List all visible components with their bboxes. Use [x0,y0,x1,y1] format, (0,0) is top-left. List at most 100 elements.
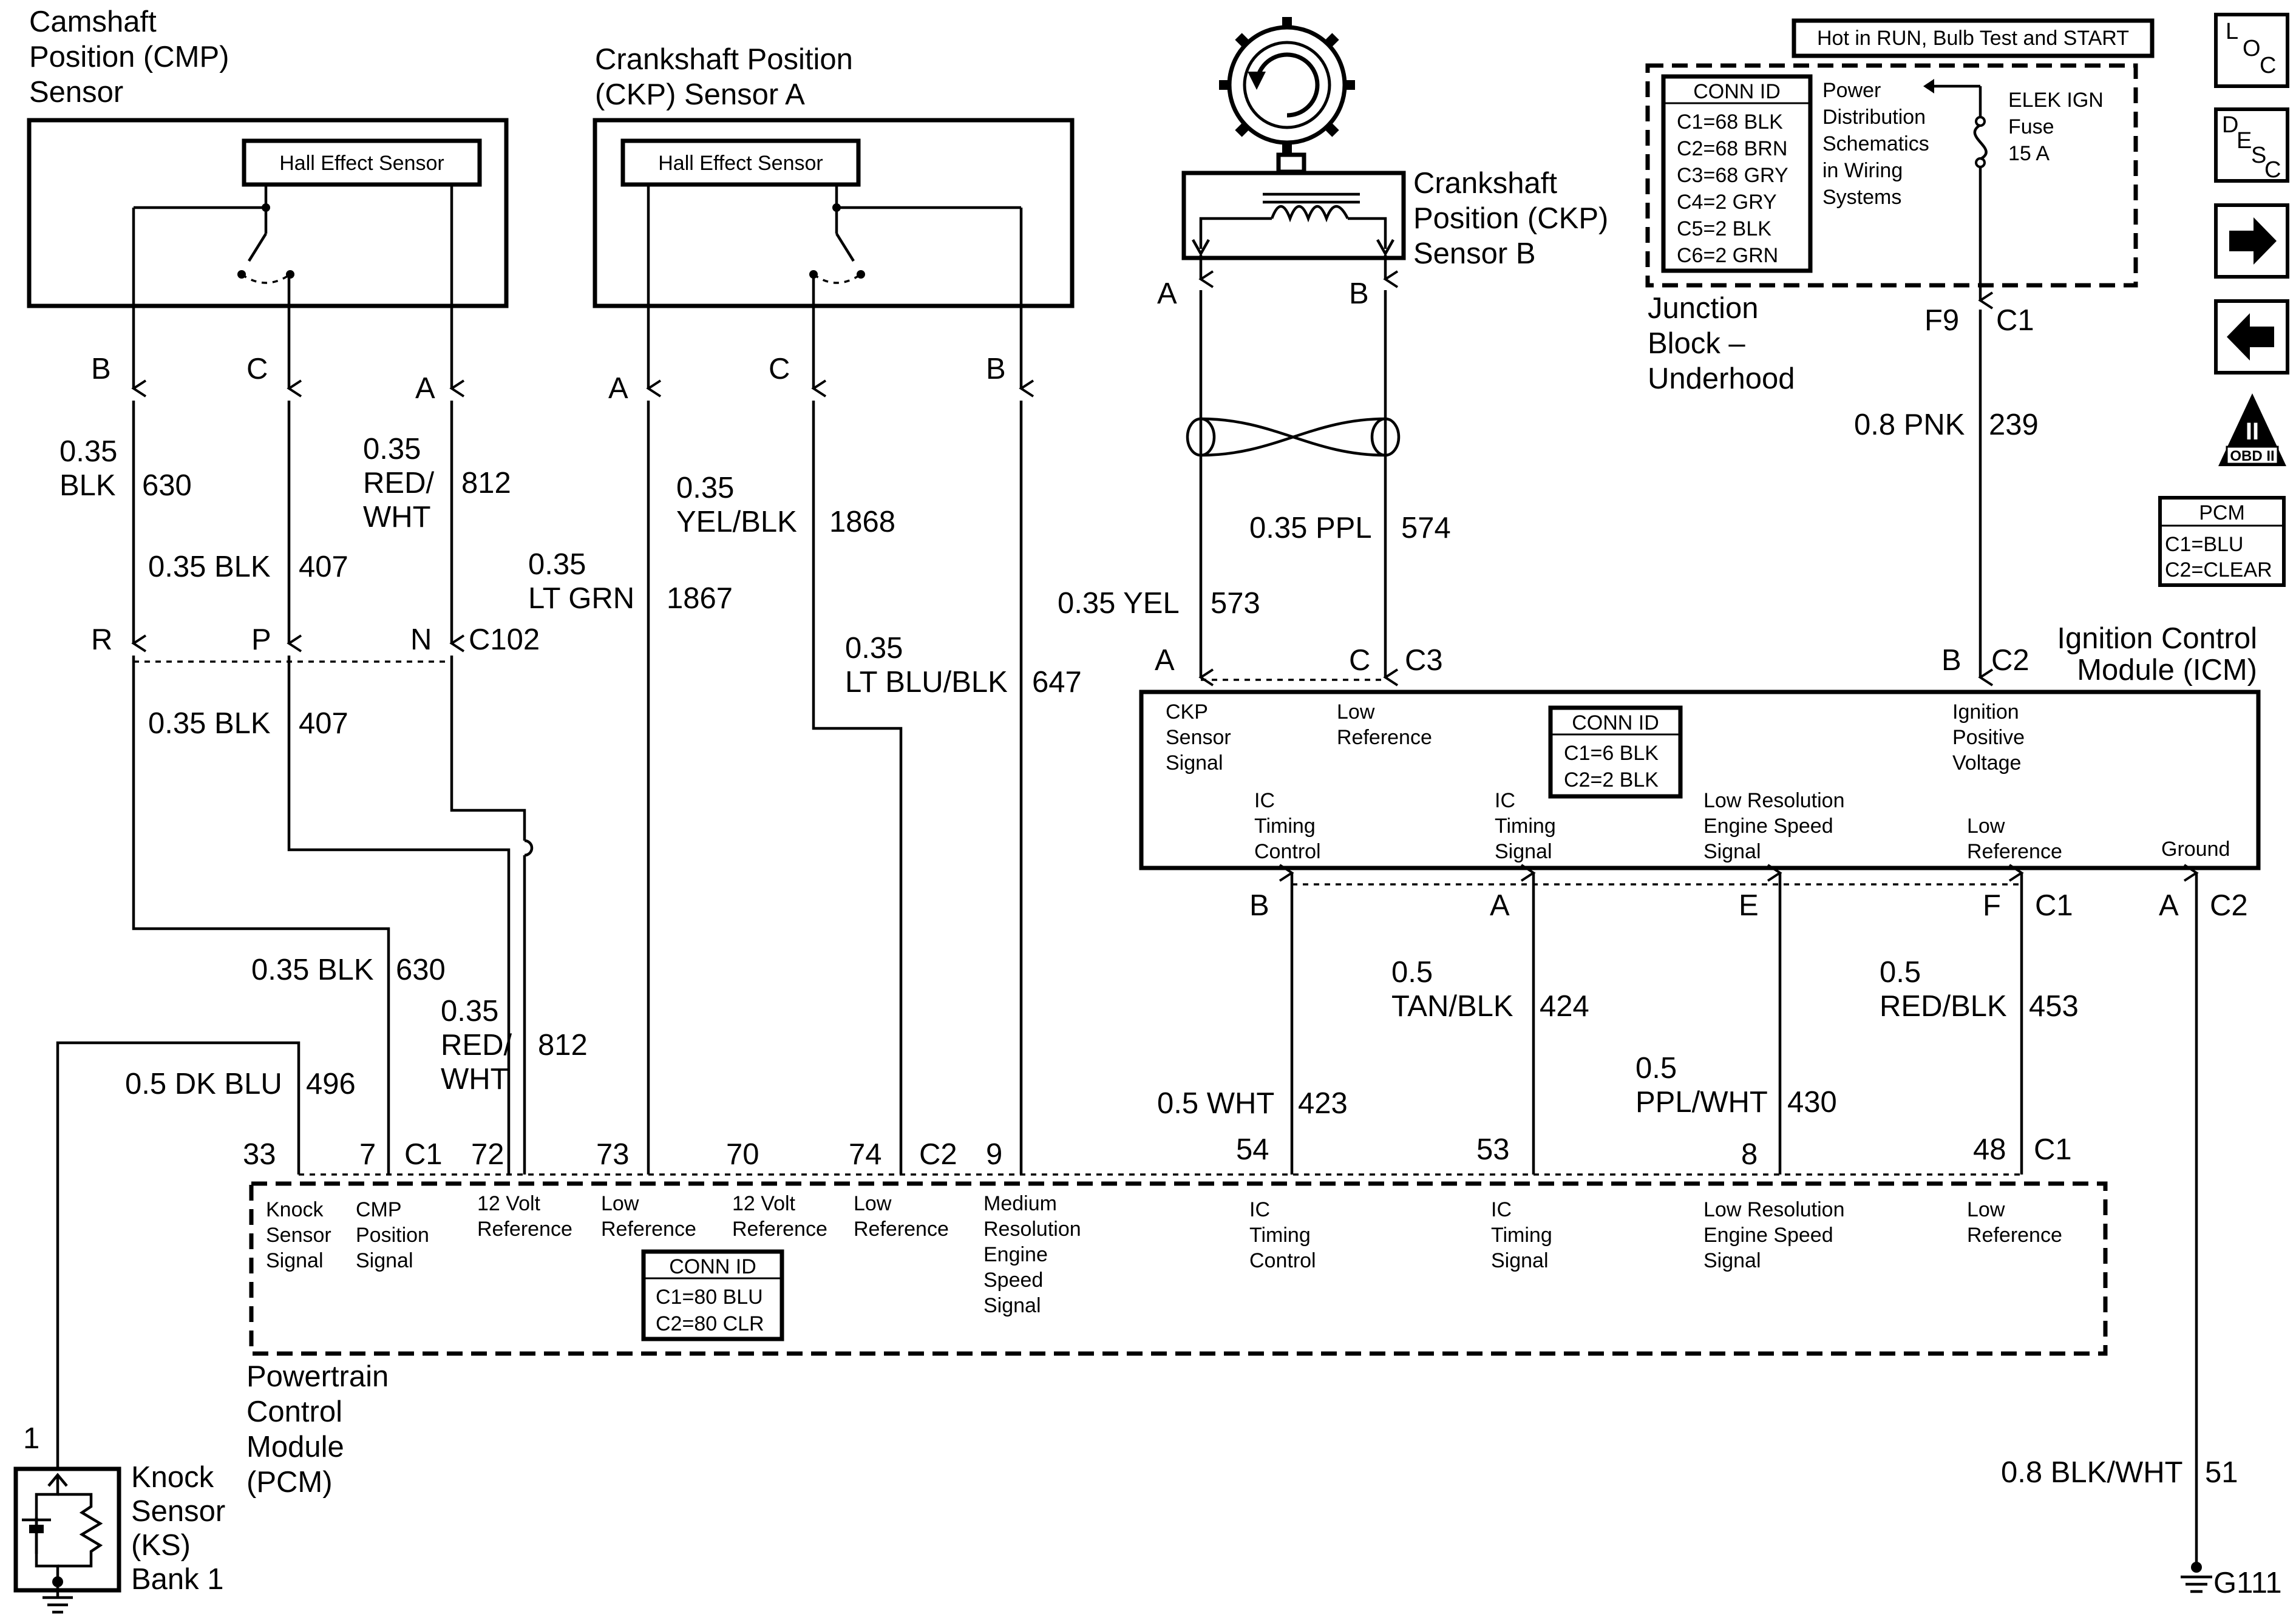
wire-239-num: 239 [1989,408,2039,441]
icm-icts-3: Signal [1495,840,1552,863]
ckp-sensor-b: Crankshaft Position (CKP) Sensor B [1181,17,1608,457]
icm-lowref2-2: Reference [1967,840,2062,863]
wiring [56,186,2199,1563]
pin-ckpa-c: C [769,353,790,385]
pcm-mres-3: Engine [983,1243,1048,1266]
pin-icm-c-top: C [1349,644,1370,677]
arrow-right-icon[interactable] [2214,203,2289,279]
junction-conn-c3: C3=68 GRY [1677,164,1788,187]
wire-407b: 0.35 BLK [148,707,271,740]
pin-cmp-c: C [246,353,268,385]
loc-icon[interactable]: L O C [2214,13,2289,88]
pcm-mres-2: Resolution [983,1218,1081,1241]
pin-pcm-73: 73 [596,1138,630,1171]
pin-pcm-8: 8 [1741,1138,1758,1171]
wire-424-gauge: 0.5 [1391,956,1433,989]
wire-812b-num: 812 [538,1029,588,1062]
obd-ii-icon: II OBD II [2218,393,2286,466]
pin-icm-a2: A [2159,889,2179,922]
pin-icm-f: F [1983,889,2001,922]
icm-ckp-sig-3: Signal [1166,751,1223,775]
icm-conn-c2: C2=2 BLK [1564,768,1659,792]
pin-icm-c3: C3 [1405,644,1443,677]
icm-conn-c1: C1=6 BLK [1564,742,1659,765]
icm-name-2: Module (ICM) [2077,654,2257,686]
pin-pcm-70: 70 [726,1138,759,1171]
pcm-name-3: Module [246,1431,344,1463]
pin-icm-b: B [1249,889,1269,922]
ckpb-sensor-box [1181,171,1406,260]
wire-812a-color1: RED/ [363,467,434,500]
icm-ckp-sig-1: CKP [1166,700,1208,724]
pcm-v12a-2: Reference [477,1218,572,1241]
icm-name-1: Ignition Control [2057,622,2257,655]
obd-ii-text: II [2246,418,2259,445]
pin-pcm-c1: C1 [404,1138,443,1171]
arrow-left-icon[interactable] [2214,299,2289,375]
wire-630b: 0.35 BLK [251,954,374,986]
ground-g111: G111 [2181,1562,2282,1599]
pcm-legend-c1: C1=BLU [2165,533,2243,556]
wire-630a-color: BLK [59,469,116,502]
wire-1867-color: LT GRN [528,582,634,615]
pcm-conn-title: CONN ID [669,1255,756,1278]
fuse-line-2: Fuse [2008,115,2054,138]
pcm-box [249,1181,2108,1356]
ckpb-title-2: Position (CKP) [1413,202,1608,235]
ks-name-4: Bank 1 [131,1563,224,1596]
icm-ign-1: Ignition [1952,700,2019,724]
ckpb-title-1: Crankshaft [1413,167,1557,200]
pin-pcm-48: 48 [1973,1133,2006,1166]
pcm-lres-1: Low Resolution [1703,1198,1844,1221]
pcm-lowa-1: Low [601,1192,639,1215]
pin-ckpb-a: A [1157,277,1177,310]
pin-icm-c1: C1 [2035,889,2073,922]
pin-pcm-74: 74 [849,1138,882,1171]
pcm-knock-2: Sensor [266,1224,331,1247]
pcm-lres-2: Engine Speed [1703,1224,1833,1247]
pds-line-3: Schematics [1822,132,1929,155]
desc-icon[interactable]: D E S C [2214,107,2289,183]
pin-pcm-c2: C2 [919,1138,957,1171]
wire-424-num: 424 [1540,990,1589,1023]
ground-icon [42,1587,73,1614]
junction-conn-id-box [1661,74,1813,273]
wire-630a-gauge: 0.35 [59,435,117,468]
icm-ictc-1: IC [1254,789,1275,812]
junction-conn-c2: C2=68 BRN [1677,137,1787,160]
ckpa-title-1: Crankshaft Position [595,43,853,76]
pcm-lowc-2: Reference [1967,1224,2062,1247]
pcm-module: Powertrain Control Module (PCM) CONN ID … [246,1181,2108,1499]
pcm-ictc-2: Timing [1249,1224,1311,1247]
ks-name-2: Sensor [131,1495,225,1528]
wire-1868-num: 1868 [829,506,895,538]
pcm-conn-c1: C1=80 BLU [656,1286,763,1309]
wire-647-color: LT BLU/BLK [845,666,1008,699]
junction-block: Hot in RUN, Bulb Test and START CONN ID … [1645,18,2155,395]
pcm-mres-4: Speed [983,1269,1043,1292]
pcm-conn-id-box [641,1249,784,1341]
pin-pcm-c1b: C1 [2034,1133,2072,1166]
pcm-knock-1: Knock [266,1198,324,1221]
wire-812b-color2: WHT [441,1063,509,1096]
loc-c: C [2260,53,2276,78]
pin-icm-e: E [1739,889,1759,922]
pcm-legend-title: PCM [2199,501,2245,524]
icm-lowref2-1: Low [1967,815,2005,838]
junction-name-1: Junction [1648,292,1759,325]
pin-ckpa-a: A [608,372,628,405]
pcm-lowb-1: Low [854,1192,892,1215]
pin-c102-r: R [91,623,112,656]
junction-conn-c5: C5=2 BLK [1677,217,1771,240]
pcm-lowa-2: Reference [601,1218,696,1241]
desc-s: S [2251,143,2266,168]
wire-574-num: 574 [1401,512,1451,544]
wire-647-gauge: 0.35 [845,632,903,665]
pin-cmp-b: B [91,353,111,385]
wire-573: 0.35 YEL [1058,587,1180,620]
wire-496-num: 496 [306,1068,356,1100]
pin-ckpa-b: B [986,353,1006,385]
desc-e: E [2237,128,2252,154]
wire-407a-num: 407 [299,551,348,583]
pcm-name-1: Powertrain [246,1360,389,1393]
